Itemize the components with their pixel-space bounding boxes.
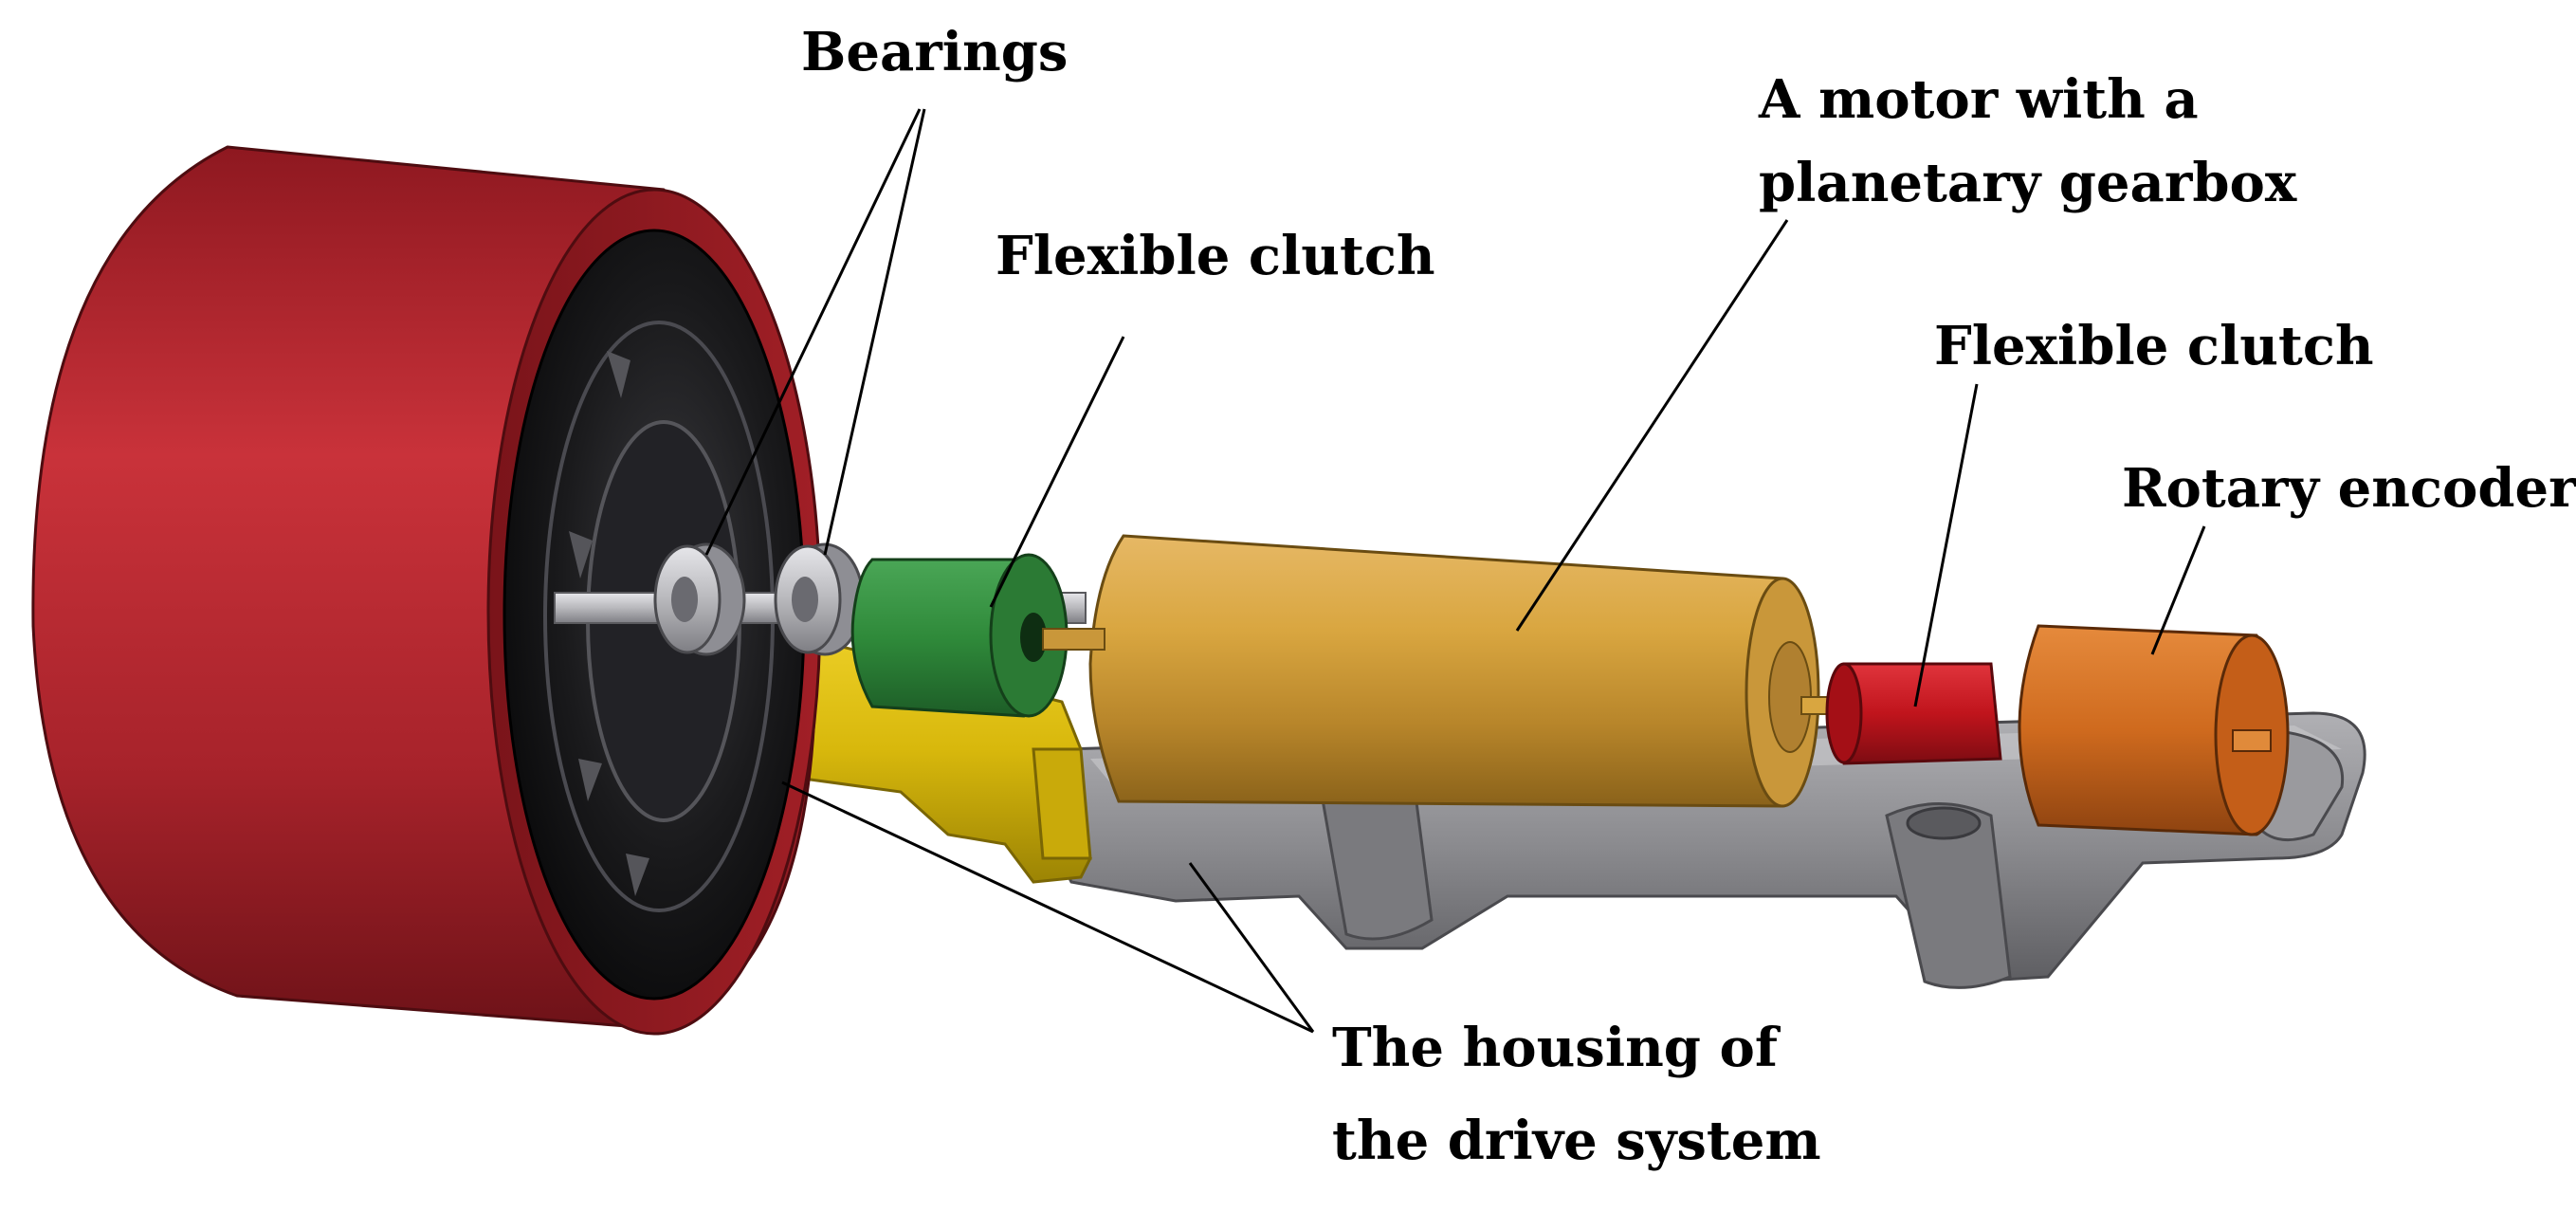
label-rotary-encoder: Rotary encoder	[2122, 457, 2576, 520]
leader-flexible-clutch-left	[989, 336, 1125, 608]
leader-motor	[1515, 219, 1789, 632]
label-flexible-clutch-left: Flexible clutch	[996, 225, 1435, 287]
leader-flexible-clutch-right	[1913, 383, 1979, 707]
leader-housing-yellow	[781, 780, 1314, 1034]
motor-gearbox	[1042, 534, 1820, 808]
leader-bearings-left	[704, 108, 922, 556]
leader-lines	[704, 108, 2206, 1034]
bearing-right	[774, 542, 865, 656]
rotary-encoder	[2018, 624, 2290, 836]
label-motor-line1: A motor with a	[1759, 68, 2199, 131]
leader-bearings-right	[823, 108, 926, 556]
leader-rotary-encoder	[2150, 525, 2206, 655]
flexible-clutch-right	[1825, 662, 2002, 765]
bearing-left	[653, 542, 746, 656]
label-housing-line2: the drive system	[1332, 1110, 1821, 1172]
label-housing-line1: The housing of	[1332, 1017, 1778, 1079]
label-bearings: Bearings	[801, 21, 1069, 83]
mounting-hole-right	[1906, 806, 1982, 840]
flexible-clutch-left	[850, 553, 1069, 718]
label-motor-line2: planetary gearbox	[1759, 152, 2297, 214]
label-flexible-clutch-right: Flexible clutch	[1934, 315, 2374, 377]
leader-housing-base	[1188, 862, 1315, 1033]
